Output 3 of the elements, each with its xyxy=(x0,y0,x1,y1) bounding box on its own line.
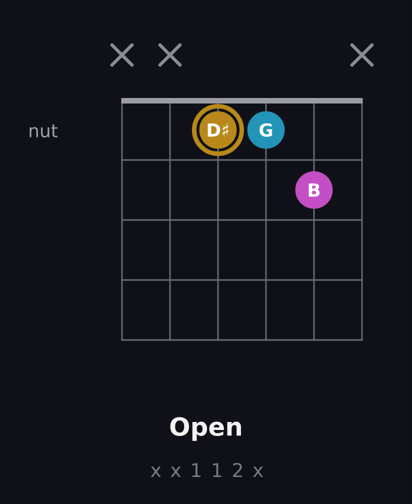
nut-label: nut xyxy=(30,124,58,138)
fingering-label: x x 1 1 2 x xyxy=(150,462,264,478)
chord-title: Open xyxy=(170,417,241,441)
